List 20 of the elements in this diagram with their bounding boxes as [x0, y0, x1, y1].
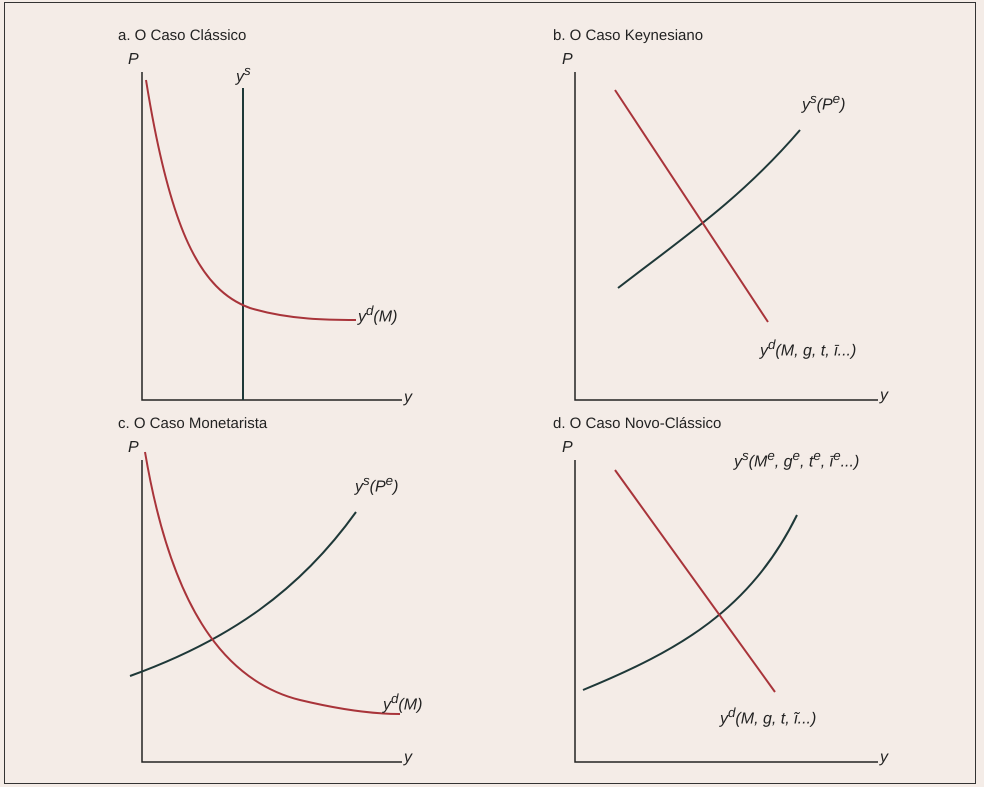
- curve-label: y$^{s}$(P$^{e}$): [802, 92, 846, 114]
- curve-label: y$^{s}$(P$^{e}$): [355, 474, 398, 496]
- axis-label: y: [404, 390, 412, 406]
- curve-label: y$^{s}$(M$^{e}$, g$^{e}$, t$^{e}$, ī$^{e}$...): [734, 449, 860, 470]
- panel-title: d. O Caso Novo-Clássico: [553, 416, 722, 431]
- curve-label: y$^{d}$(M): [358, 304, 398, 326]
- panel-title: a. O Caso Clássico: [118, 28, 246, 43]
- panel-title: b. O Caso Keynesiano: [553, 28, 704, 43]
- axis-label: P: [128, 52, 139, 68]
- panel-title: c. O Caso Monetarista: [118, 416, 268, 431]
- axis-label: y: [880, 750, 888, 766]
- curve-label: y$^{d}$(M): [383, 692, 422, 714]
- axis-label: P: [562, 440, 573, 456]
- axis-label: y: [880, 388, 888, 404]
- axis-label: P: [128, 440, 139, 456]
- curve-label: y$^{d}$(M, g, t, ī...): [760, 338, 856, 360]
- curve-label: y$^{s}$: [236, 64, 251, 86]
- curve-label: y$^{d}$(M, g, t, ĩ...): [720, 706, 816, 728]
- axis-label: y: [404, 750, 412, 766]
- axis-label: P: [562, 52, 573, 68]
